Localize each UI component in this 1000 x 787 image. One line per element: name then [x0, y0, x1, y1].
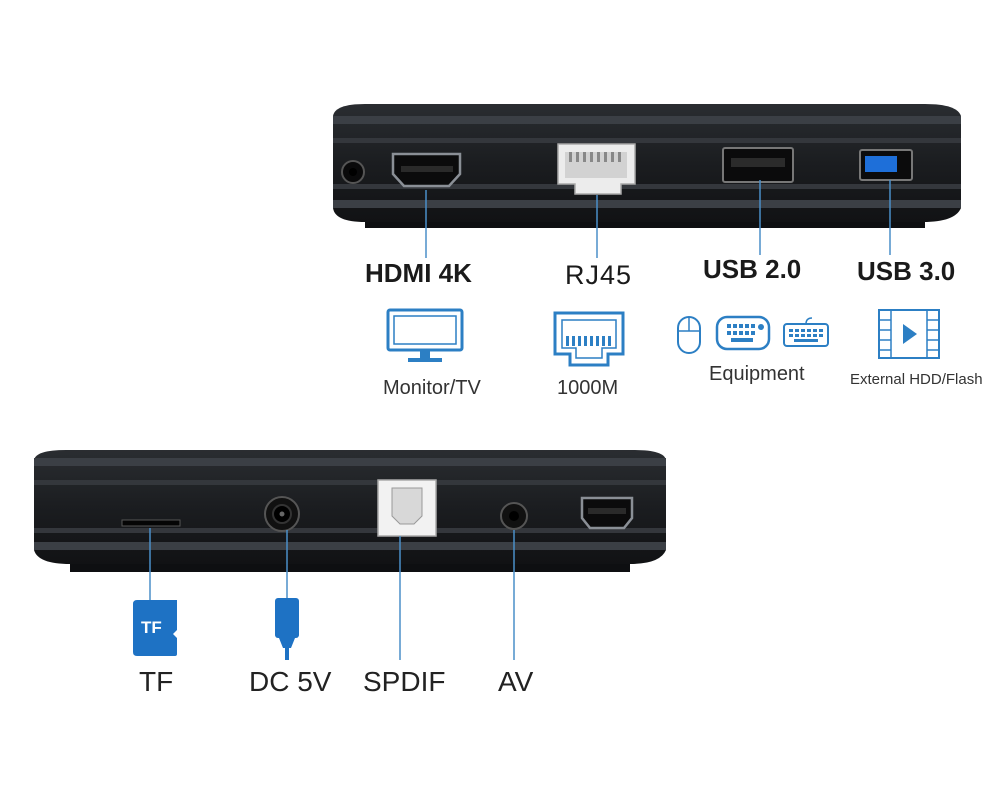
device-body — [333, 104, 961, 222]
device-body — [34, 450, 666, 564]
rj45-label: RJ45 — [565, 260, 633, 290]
dc-5v-label: DC 5V — [249, 666, 332, 697]
hdmi-label: HDMI 4K — [365, 258, 472, 288]
av-label: AV — [498, 666, 534, 697]
mouse-icon — [677, 316, 701, 354]
monitor-icon — [386, 308, 464, 362]
remote-keyboard-icon — [715, 315, 771, 351]
sd-card-icon: TF — [133, 600, 181, 656]
tf-label: TF — [139, 666, 174, 697]
device-top-view — [333, 104, 961, 228]
monitor-tv-label: Monitor/TV — [383, 377, 481, 399]
tf-slot — [121, 519, 181, 527]
usb3-label: USB 3.0 — [857, 256, 956, 286]
spdif-label: SPDIF — [363, 666, 446, 697]
ethernet-port-icon — [553, 311, 625, 367]
usb2-label: USB 2.0 — [703, 254, 802, 284]
external-hdd-label: External HDD/Flash — [850, 371, 983, 388]
keyboard-icon — [783, 317, 829, 347]
power-plug-icon — [275, 598, 299, 660]
video-file-icon — [878, 309, 940, 359]
device-side-view — [34, 450, 666, 572]
equipment-label: Equipment — [709, 363, 805, 385]
speed-label: 1000M — [557, 377, 619, 399]
sd-card-text: TF — [141, 618, 162, 637]
